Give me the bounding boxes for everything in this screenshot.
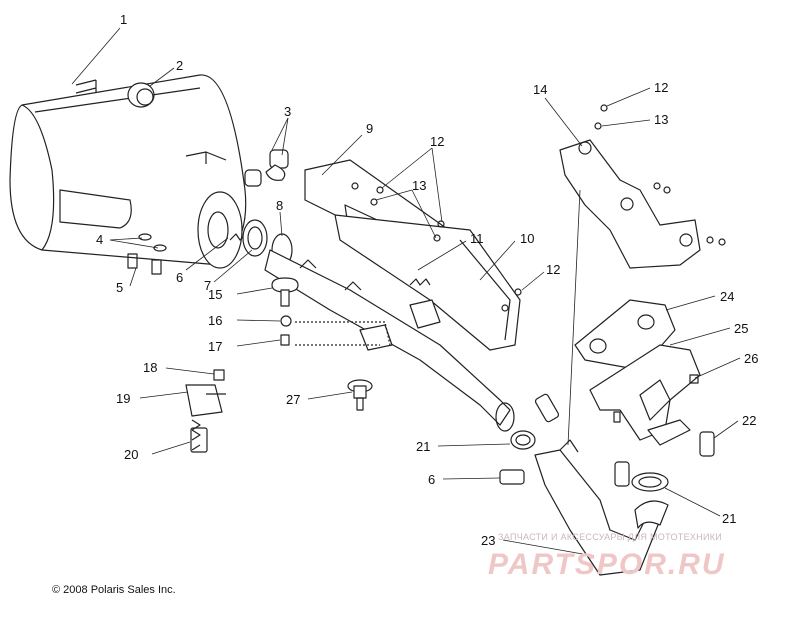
- callout-3: 3: [284, 104, 291, 119]
- watermark-logo: PARTSPOR.RU: [488, 548, 726, 581]
- part-isolators: [244, 149, 289, 187]
- part-brackets: [359, 278, 441, 351]
- callout-4: 4: [96, 232, 103, 247]
- callout-27: 27: [286, 392, 300, 407]
- callout-2: 2: [176, 58, 183, 73]
- part-mount-27: [347, 379, 373, 411]
- part-fasteners-muffler: [127, 233, 167, 275]
- callout-7: 7: [204, 278, 211, 293]
- callout-21b: 21: [722, 511, 736, 526]
- callout-18: 18: [143, 360, 157, 375]
- callout-12b: 12: [546, 262, 560, 277]
- callout-21a: 21: [416, 439, 430, 454]
- callout-11: 11: [470, 231, 484, 246]
- callout-24: 24: [720, 289, 734, 304]
- callout-13b: 13: [654, 112, 668, 127]
- callout-9: 9: [366, 121, 373, 136]
- callout-19: 19: [116, 391, 130, 406]
- callout-25: 25: [734, 321, 748, 336]
- callout-15: 15: [208, 287, 222, 302]
- part-spring-seal-left: [229, 219, 268, 257]
- callout-26: 26: [744, 351, 758, 366]
- leader-lines: [71, 27, 741, 557]
- part-header-shield: [559, 104, 726, 269]
- callout-labels: 1 2 3 4 5 6 7 8 9 12 13 11 10 12 14 12 1…: [96, 12, 758, 548]
- part-mount-15-16-17: [271, 277, 391, 346]
- part-bolts-shield: [351, 182, 522, 312]
- callout-10: 10: [520, 231, 534, 246]
- callout-23: 23: [481, 533, 495, 548]
- watermark-tagline: ЗАПЧАСТИ И АКСЕССУАРЫ ДЛЯ МОТОТЕХНИКИ: [498, 532, 723, 542]
- part-seals-21: [510, 430, 669, 492]
- part-bracket-19: [185, 369, 226, 453]
- part-grommet: [127, 82, 155, 108]
- callout-20: 20: [124, 447, 138, 462]
- callout-17: 17: [208, 339, 222, 354]
- callout-6b: 6: [428, 472, 435, 487]
- callout-13a: 13: [412, 178, 426, 193]
- callout-12c: 12: [654, 80, 668, 95]
- part-muffler: [9, 74, 247, 269]
- part-heat-shield-10: [334, 214, 521, 351]
- callout-5: 5: [116, 280, 123, 295]
- callout-22: 22: [742, 413, 756, 428]
- part-springs-22: [499, 393, 715, 487]
- callout-14: 14: [533, 82, 547, 97]
- callout-6a: 6: [176, 270, 183, 285]
- part-header-pipe: [534, 439, 669, 576]
- callout-1: 1: [120, 12, 127, 27]
- copyright-notice: © 2008 Polaris Sales Inc.: [52, 584, 176, 596]
- callout-12a: 12: [430, 134, 444, 149]
- callout-8: 8: [276, 198, 283, 213]
- callout-16: 16: [208, 313, 222, 328]
- part-manifold-25: [589, 344, 701, 446]
